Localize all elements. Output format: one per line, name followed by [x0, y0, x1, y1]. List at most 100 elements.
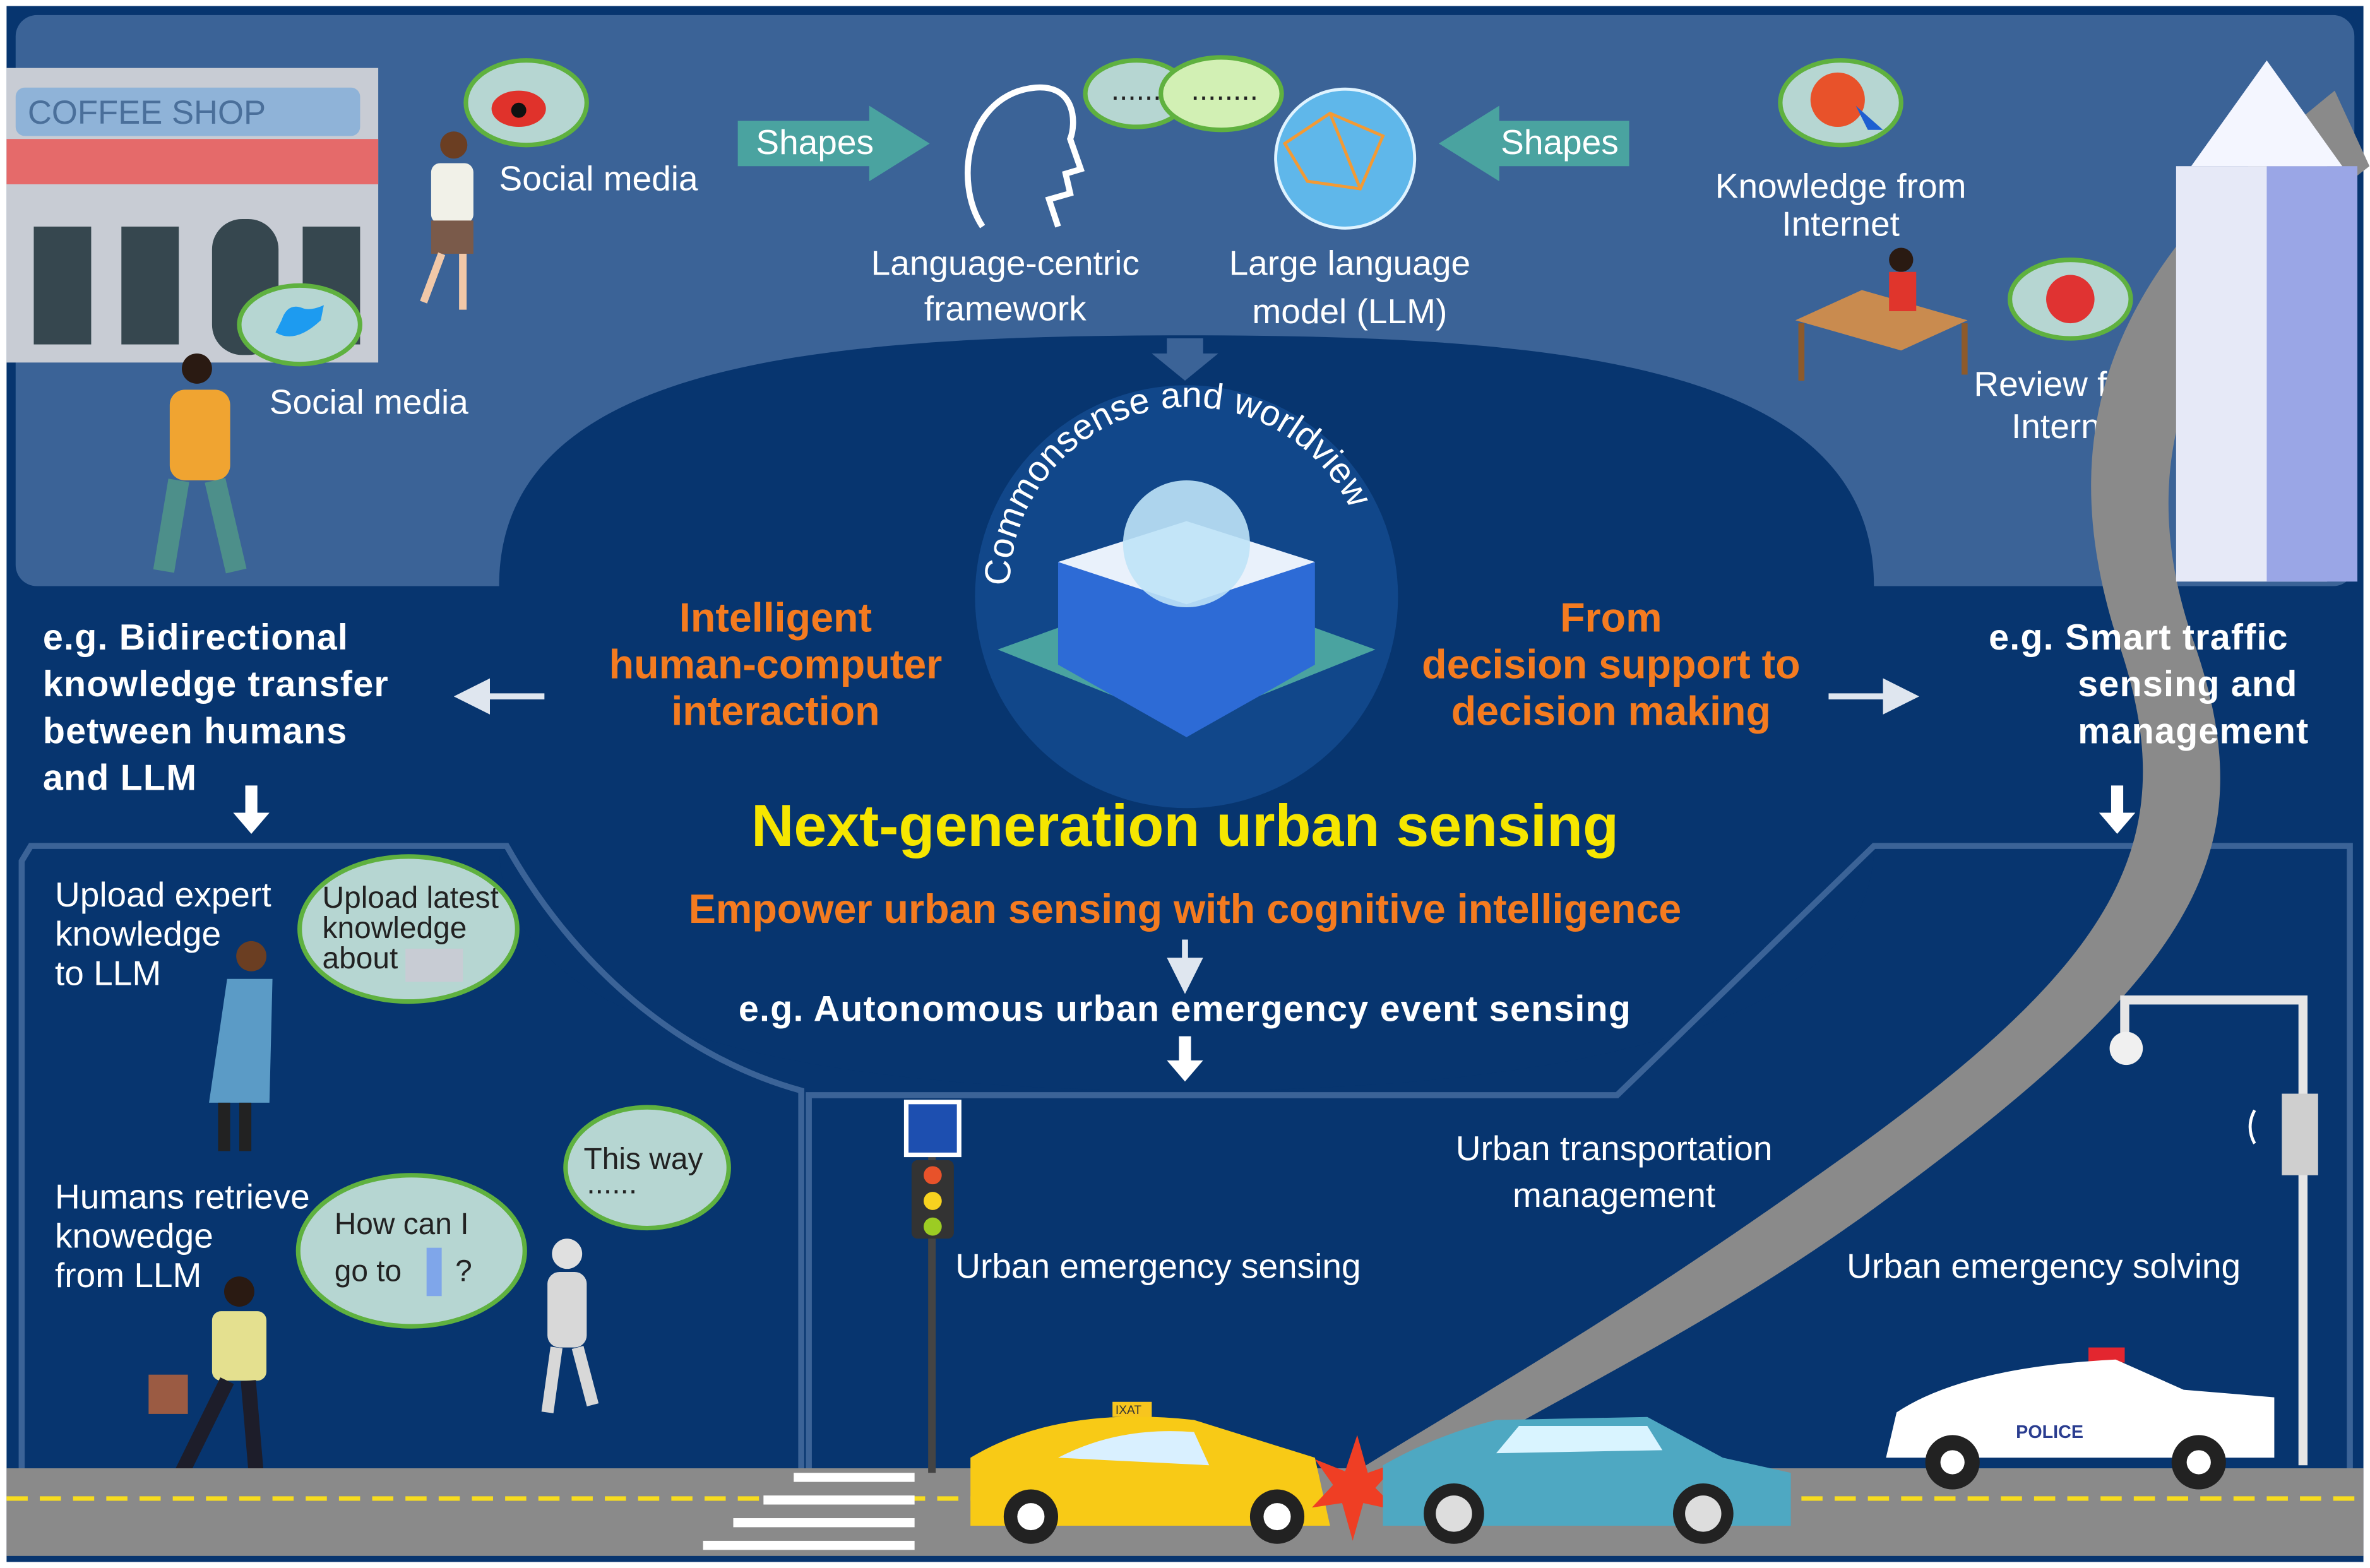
main-title: Next-generation urban sensing [751, 793, 1619, 858]
right-example-line2: sensing and [2078, 664, 2297, 704]
taxi-sign: IXAT [1116, 1404, 1141, 1417]
left-example-line3: between humans [43, 711, 348, 751]
bubble-question-mark: ? [455, 1254, 472, 1288]
globe-icon [1810, 72, 1865, 128]
twitter-bubble [237, 283, 362, 367]
flow-arrows [453, 678, 1920, 994]
walking-man [148, 1276, 267, 1489]
right-example-line1: e.g. Smart traffic [1989, 617, 2289, 658]
shapes-arrow-right: Shapes [1439, 105, 1629, 182]
retrieve-line3: from LLM [55, 1256, 201, 1295]
decision-line2: decision support to [1422, 641, 1800, 687]
shapes-label-right: Shapes [1501, 122, 1619, 162]
coffee-shop-illustration: COFFEE SHOP [6, 68, 379, 363]
language-framework-line1: Language-centric [871, 244, 1140, 283]
dots: ........ [1191, 73, 1258, 107]
knowledge-internet-line2: Internet [1782, 204, 1900, 243]
hci-line3: interaction [671, 689, 879, 734]
hci-line2: human-computer [609, 641, 943, 687]
transport-mgmt-line2: management [1513, 1175, 1715, 1215]
retrieve-line2: knowedge [55, 1216, 213, 1256]
dots: ...... [1111, 73, 1162, 107]
left-example-line2: knowledge transfer [43, 664, 389, 704]
llm-line1: Large language [1229, 244, 1471, 283]
yelp-icon [2046, 275, 2095, 324]
emergency-sensing-label: Urban emergency sensing [955, 1247, 1361, 1286]
weibo-bubble [463, 58, 589, 148]
twitter-icon [275, 305, 324, 336]
crash-burst [1312, 1435, 1398, 1541]
center-example: e.g. Autonomous urban emergency event se… [739, 989, 1631, 1030]
arrow-down-center [1167, 1036, 1203, 1082]
decision-line1: From [1560, 595, 1662, 640]
bubble-question-line1: How can I [335, 1208, 469, 1241]
right-example-line3: management [2078, 711, 2309, 751]
retrieve-line1: Humans retrieve [55, 1177, 310, 1216]
road-curve [1330, 90, 2370, 1488]
white-down-arrows [233, 785, 2136, 1082]
review-bubble [2008, 258, 2133, 341]
question-bubble: How can I go to ? [295, 1173, 527, 1329]
bubble-question-line2: go to [335, 1254, 402, 1288]
left-example-line1: e.g. Bidirectional [43, 617, 348, 658]
bubble-upload-line1: Upload latest [323, 881, 499, 915]
red-light [924, 1166, 942, 1185]
bubble-upload-line2: knowledge [323, 912, 467, 945]
street-lamp-camera [2109, 995, 2318, 1466]
green-light [924, 1217, 942, 1236]
police-label: POLICE [2016, 1422, 2083, 1442]
upload-expert-line3: to LLM [55, 953, 161, 992]
skyscraper-mini-icon [426, 1247, 442, 1297]
bubble-answer-dots: ...... [587, 1167, 637, 1201]
arrow-down-right [2099, 785, 2136, 834]
police-car: POLICE [1886, 1347, 2275, 1490]
left-example-line4: and LLM [43, 758, 197, 799]
person-with-phone [153, 353, 247, 574]
language-framework-line2: framework [924, 288, 1087, 328]
person-at-desk [1795, 247, 1968, 381]
llm-globe-icon [1274, 87, 1417, 230]
subtitle: Empower urban sensing with cognitive int… [689, 886, 1681, 932]
crosswalk-sign-icon [908, 1104, 957, 1153]
upload-expert-line1: Upload expert [55, 875, 271, 914]
cursor-icon [1855, 105, 1883, 130]
left-panel [18, 843, 804, 1544]
shapes-arrow-left: Shapes [737, 105, 930, 182]
upload-bubble: Upload latest knowledge about [297, 854, 520, 1004]
emergency-solving-label: Urban emergency solving [1847, 1247, 2241, 1286]
shapes-label-left: Shapes [756, 122, 874, 162]
briefcase [148, 1374, 188, 1414]
arrow-down-left [233, 785, 270, 834]
answer-bubble: This way ...... [563, 1105, 731, 1231]
decision-line3: decision making [1451, 689, 1771, 734]
person-walking [420, 131, 473, 310]
sensor-box [2282, 1093, 2318, 1175]
coffee-shop-mini-icon [405, 948, 463, 982]
skyscraper [2176, 60, 2358, 582]
speech-bubbles: ...... ........ [1083, 55, 1284, 133]
llm-line2: model (LLM) [1252, 292, 1447, 331]
bubble-upload-line3: about [323, 942, 398, 975]
traffic-light [903, 1100, 962, 1473]
upload-expert-line2: knowledge [55, 914, 221, 953]
shop-sign: COFFEE SHOP [28, 94, 266, 131]
hci-line1: Intelligent [679, 595, 872, 640]
person-with-backpack [209, 941, 273, 1151]
transport-mgmt-line1: Urban transportation [1456, 1129, 1773, 1168]
bubble-answer-line1: This way [584, 1143, 703, 1176]
robot [541, 1238, 599, 1413]
arrow-down-top [1152, 338, 1218, 381]
social-media-label-2: Social media [270, 383, 468, 422]
knowledge-internet-line1: Knowledge from [1715, 166, 1967, 205]
wireless-signal-icon [2248, 1109, 2256, 1144]
llm-chip-illustration [997, 480, 1376, 737]
taxi-car: IXAT [970, 1401, 1330, 1544]
social-media-label-1: Social media [499, 159, 698, 198]
crosswalk [703, 1473, 915, 1550]
yellow-light [924, 1192, 942, 1210]
human-head-icon [965, 84, 1085, 229]
camera-icon [2109, 1031, 2143, 1066]
globe-cursor-bubble [1778, 58, 1903, 148]
blue-car [1383, 1417, 1791, 1544]
